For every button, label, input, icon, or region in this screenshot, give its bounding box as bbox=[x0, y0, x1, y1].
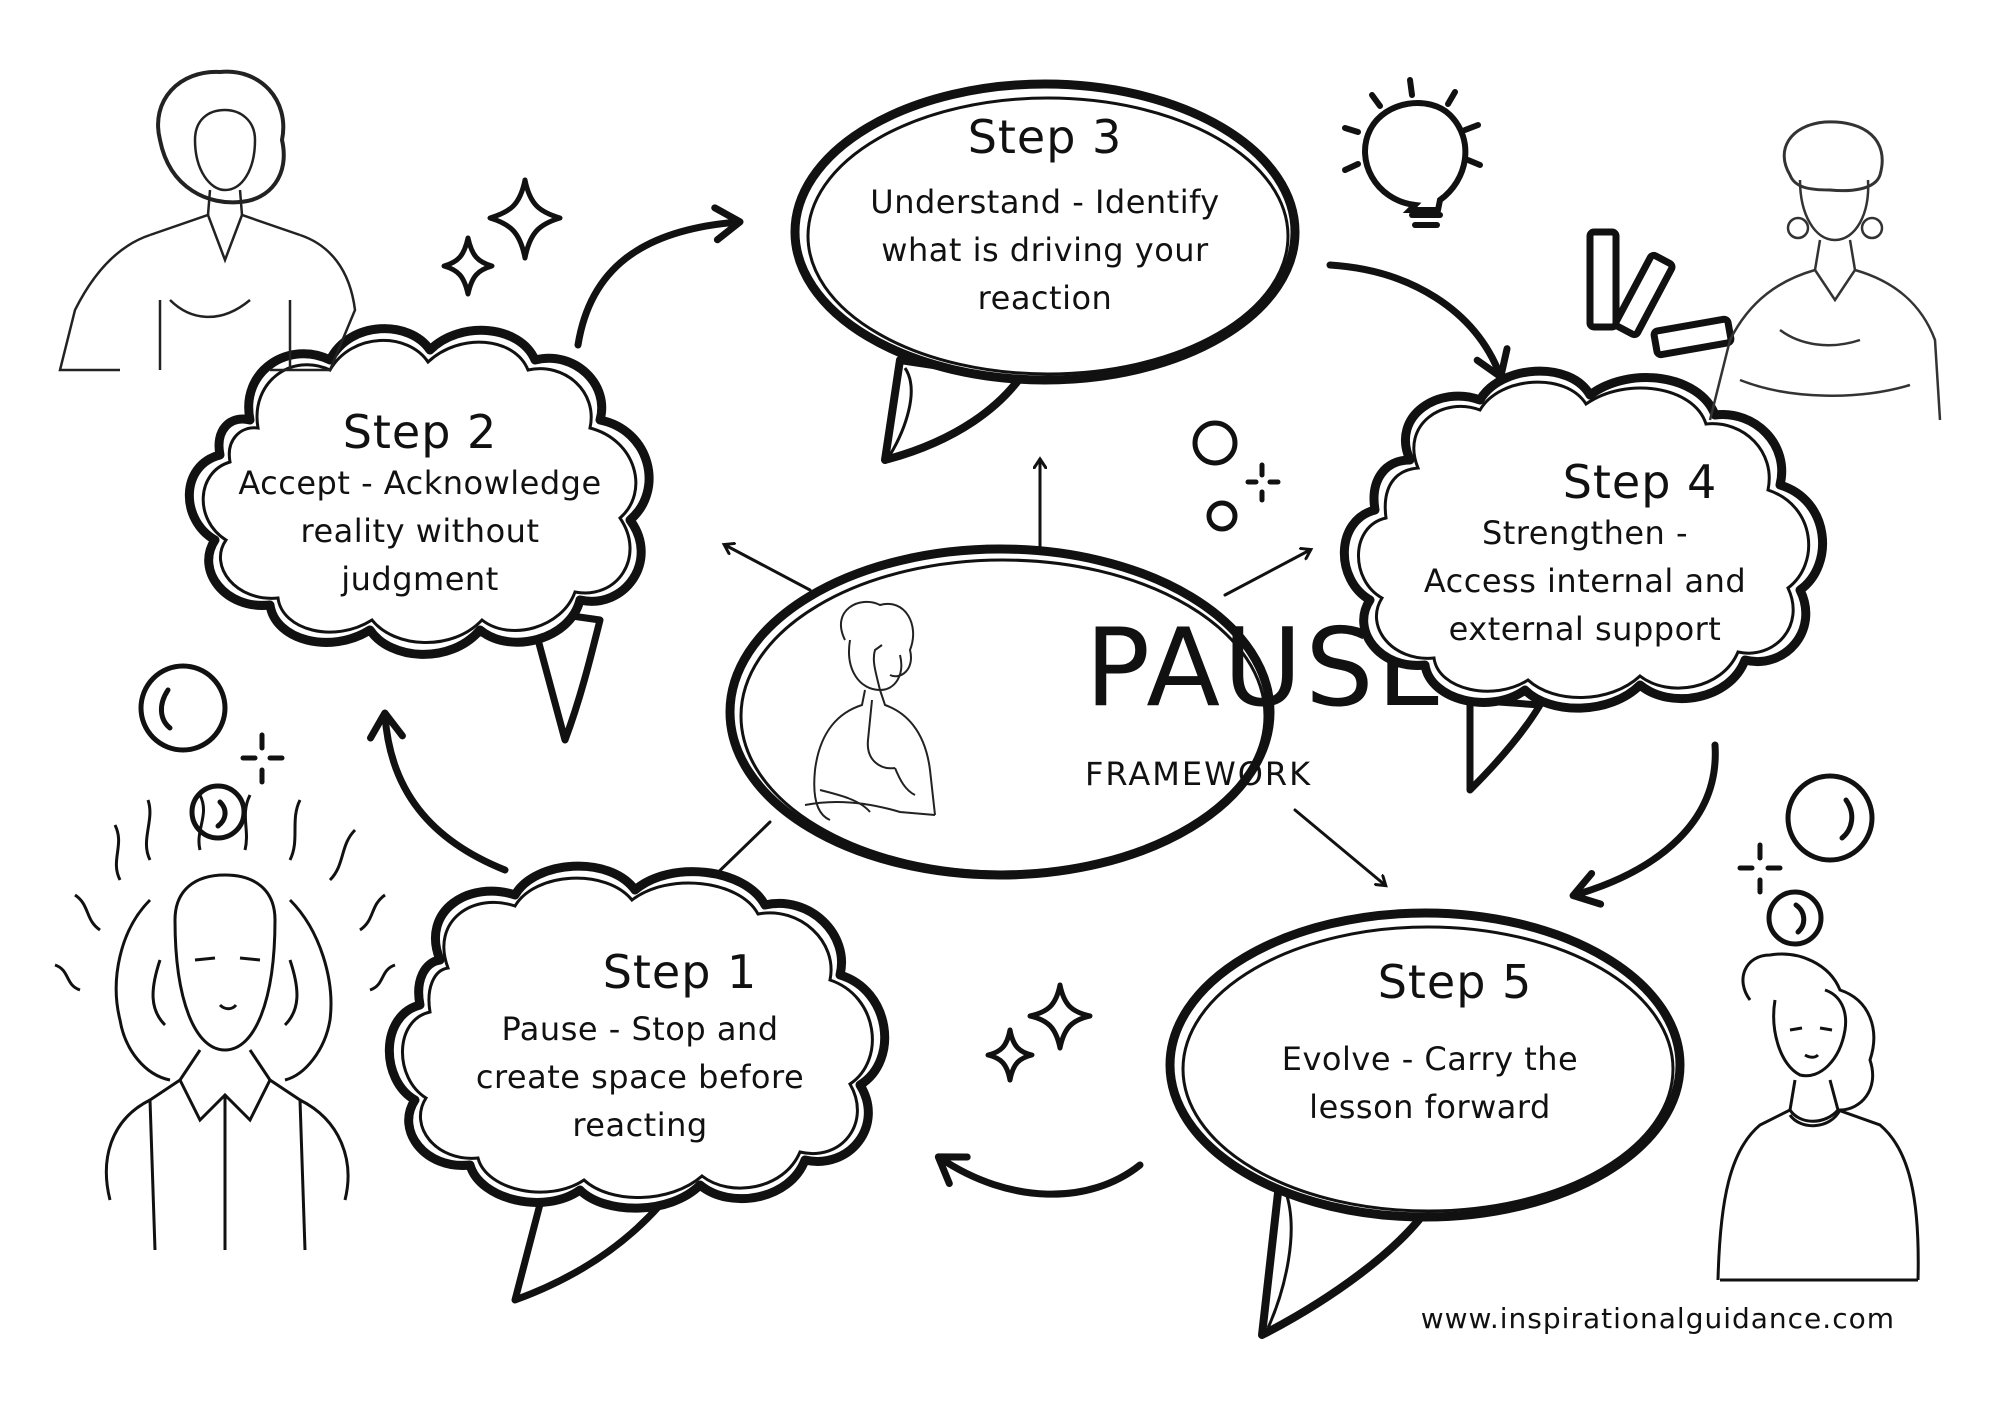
step-2-title: Step 2 bbox=[342, 405, 498, 459]
step-4-title: Step 4 bbox=[1562, 455, 1718, 509]
step-1-label: Step 1 Pause - Stop and create space bef… bbox=[430, 945, 850, 1149]
step-3-line-2: what is driving your bbox=[881, 231, 1209, 269]
arrow-step3-to-step4 bbox=[1326, 261, 1511, 381]
step-5-label: Step 5 Evolve - Carry the lesson forward bbox=[1230, 955, 1630, 1131]
step-4-line-1: Strengthen - bbox=[1481, 514, 1689, 552]
step-5-line-1: Evolve - Carry the bbox=[1281, 1040, 1579, 1078]
step-5-bubble bbox=[1165, 908, 1685, 1339]
step-1-line-2: create space before bbox=[475, 1058, 805, 1096]
bubble-dots-icon bbox=[138, 420, 1875, 947]
thinking-woman-illustration bbox=[804, 600, 936, 821]
lightbulb-icon bbox=[1342, 77, 1483, 228]
center-node: PAUSE FRAMEWORK bbox=[725, 544, 1445, 880]
arrow-step5-to-step1 bbox=[934, 1153, 1144, 1198]
sparkle-icon bbox=[441, 177, 1093, 1083]
flow-arrows bbox=[367, 204, 1719, 1198]
step-3-line-1: Understand - Identify bbox=[870, 183, 1220, 221]
exclamation-icon bbox=[1586, 228, 1735, 359]
step-1-line-1: Pause - Stop and bbox=[501, 1010, 779, 1048]
step-4-line-2: Access internal and bbox=[1423, 562, 1747, 600]
step-3-bubble bbox=[790, 79, 1300, 464]
spoke-to-step-4 bbox=[1223, 550, 1310, 597]
step-4-cloud bbox=[1339, 366, 1827, 794]
calm-woman-illustration bbox=[1716, 952, 1920, 1282]
step-3-line-3: reaction bbox=[977, 279, 1113, 317]
center-subtitle: FRAMEWORK bbox=[1085, 755, 1312, 793]
step-4-label: Step 4 Strengthen - Access internal and … bbox=[1385, 455, 1785, 653]
step-2-line-3: judgment bbox=[341, 560, 499, 598]
spoke-to-step-5 bbox=[1293, 808, 1385, 885]
spoke-to-step-2 bbox=[725, 545, 812, 592]
step-5-title: Step 5 bbox=[1377, 955, 1533, 1009]
arrow-step2-to-step3 bbox=[574, 204, 744, 349]
step-1-cloud bbox=[384, 861, 890, 1304]
step-5-line-2: lesson forward bbox=[1309, 1088, 1551, 1126]
step-1-title: Step 1 bbox=[602, 945, 758, 999]
stressed-woman-illustration bbox=[54, 794, 396, 1251]
step-2-cloud bbox=[184, 324, 654, 744]
arrow-step1-to-step2 bbox=[367, 709, 509, 874]
step-2-line-1: Accept - Acknowledge bbox=[238, 464, 602, 502]
step-1-line-3: reacting bbox=[572, 1106, 708, 1144]
step-4-line-3: external support bbox=[1448, 610, 1722, 648]
step-2-line-2: reality without bbox=[300, 512, 540, 550]
woman-afro-illustration bbox=[58, 69, 357, 372]
step-3-title: Step 3 bbox=[967, 110, 1123, 164]
step-2-label: Step 2 Accept - Acknowledge reality with… bbox=[235, 405, 605, 603]
step-3-label: Step 3 Understand - Identify what is dri… bbox=[795, 110, 1295, 322]
arrow-step4-to-step5 bbox=[1569, 741, 1719, 908]
woman-headwrap-illustration bbox=[1708, 120, 1942, 421]
website-url: www.inspirationalguidance.com bbox=[1421, 1302, 1895, 1335]
